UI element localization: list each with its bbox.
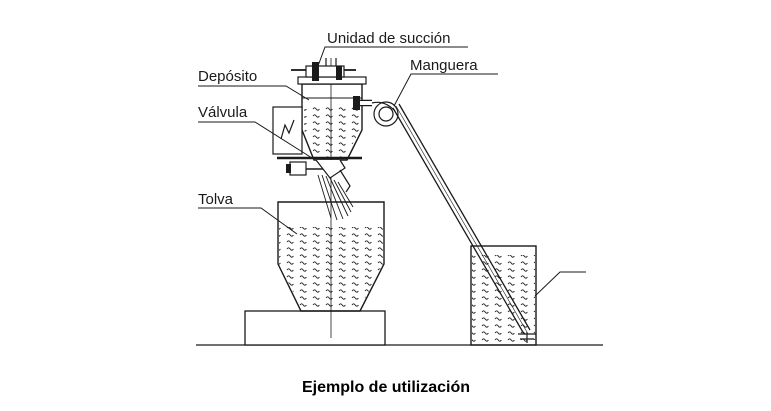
leader-valve bbox=[198, 121, 313, 159]
leader-hose bbox=[393, 73, 498, 107]
valve-assembly bbox=[277, 156, 362, 193]
control-box bbox=[272, 106, 303, 155]
leader-suction-unit bbox=[317, 46, 468, 67]
leader-hopper bbox=[198, 207, 298, 235]
hose bbox=[353, 96, 536, 343]
label-hopper: Tolva bbox=[198, 191, 234, 208]
deposit-vessel bbox=[301, 83, 363, 161]
discharge-stream bbox=[317, 174, 354, 221]
label-deposit: Depósito bbox=[198, 68, 257, 85]
caption: Ejemplo de utilización bbox=[302, 379, 470, 396]
label-hose: Manguera bbox=[410, 57, 478, 74]
suction-unit bbox=[291, 58, 367, 85]
leader-lines bbox=[198, 46, 586, 297]
platform bbox=[244, 310, 386, 346]
lightning-icon bbox=[280, 119, 295, 140]
label-valve: Válvula bbox=[198, 104, 248, 121]
label-suction-unit: Unidad de succión bbox=[327, 30, 450, 47]
leader-container bbox=[534, 271, 586, 297]
leader-deposit bbox=[198, 85, 310, 101]
